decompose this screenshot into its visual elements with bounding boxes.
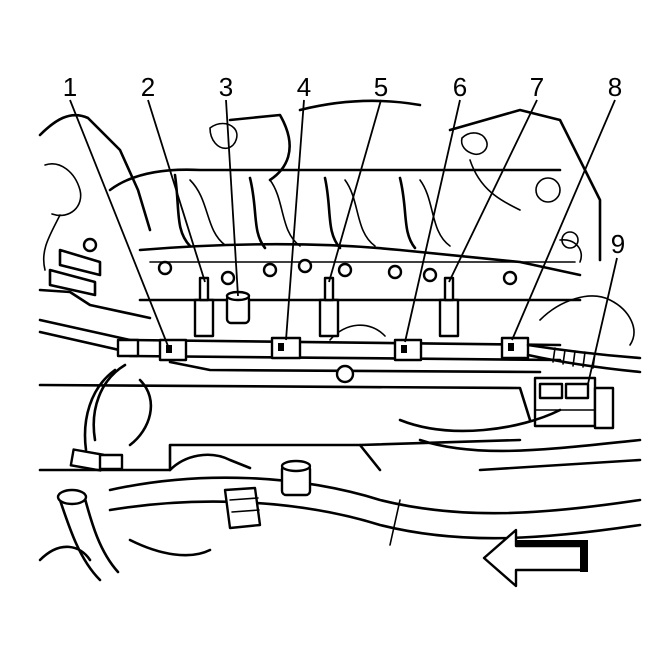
callout-2: 2 <box>141 72 155 102</box>
wiring-harness <box>38 248 642 472</box>
callout-9: 9 <box>611 229 625 259</box>
callout-labels: 1 2 3 4 5 6 7 8 9 <box>63 72 625 259</box>
callout-1: 1 <box>63 72 77 102</box>
harness-connector-block <box>533 376 615 430</box>
callout-5: 5 <box>374 72 388 102</box>
callout-8: 8 <box>608 72 622 102</box>
fuel-injectors <box>193 276 460 338</box>
manifold-bolts <box>82 237 518 286</box>
engine-block-outline <box>38 99 602 320</box>
leader-lines <box>69 99 618 385</box>
injector-connectors <box>158 336 530 362</box>
callout-3: 3 <box>219 72 233 102</box>
callout-4: 4 <box>297 72 311 102</box>
callout-6: 6 <box>453 72 467 102</box>
callout-7: 7 <box>530 72 544 102</box>
injector-cap <box>225 290 251 325</box>
arrow-left-icon <box>482 528 588 588</box>
fuel-rail <box>128 324 562 384</box>
lower-engine-outline <box>38 383 642 582</box>
